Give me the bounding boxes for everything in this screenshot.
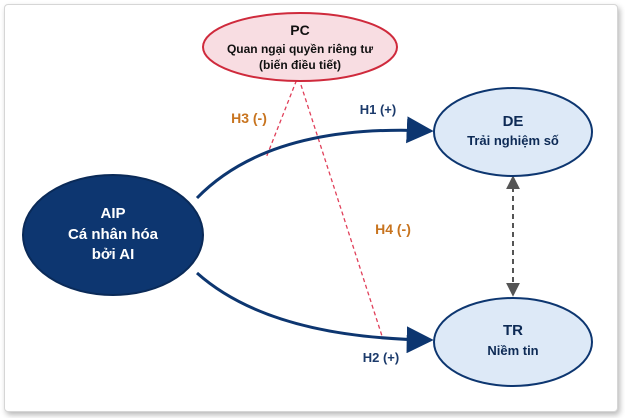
diagram-canvas: PC Quan ngại quyền riêng tư (biến điều t…: [4, 4, 618, 412]
pc-name: Quan ngại quyền riêng tư: [227, 42, 373, 56]
pc-node: PC Quan ngại quyền riêng tư (biến điều t…: [202, 12, 398, 82]
tr-node: TR Niềm tin: [433, 297, 593, 387]
h4-label: H4 (-): [375, 221, 411, 237]
research-model-diagram: PC Quan ngại quyền riêng tư (biến điều t…: [22, 12, 593, 387]
aip-name-line1: Cá nhân hóa: [68, 226, 159, 243]
h3-moderation-line: [265, 73, 300, 159]
aip-code: AIP: [100, 205, 125, 222]
tr-code: TR: [503, 322, 523, 339]
tr-name: Niềm tin: [487, 343, 538, 358]
h3-label: H3 (-): [231, 110, 267, 126]
de-code: DE: [503, 113, 524, 130]
h4-moderation-line: [300, 84, 383, 337]
de-node: DE Trải nghiệm số: [433, 87, 593, 177]
h2-label: H2 (+): [363, 350, 399, 365]
aip-name-line2: bởi AI: [92, 246, 135, 263]
h1-label: H1 (+): [360, 102, 396, 117]
pc-code: PC: [290, 22, 309, 38]
de-name: Trải nghiệm số: [467, 133, 559, 148]
aip-node: AIP Cá nhân hóa bởi AI: [22, 174, 204, 296]
h2-path-arrow: [196, 271, 434, 354]
pc-note: (biến điều tiết): [259, 58, 341, 72]
h1-path-arrow: [195, 116, 434, 200]
